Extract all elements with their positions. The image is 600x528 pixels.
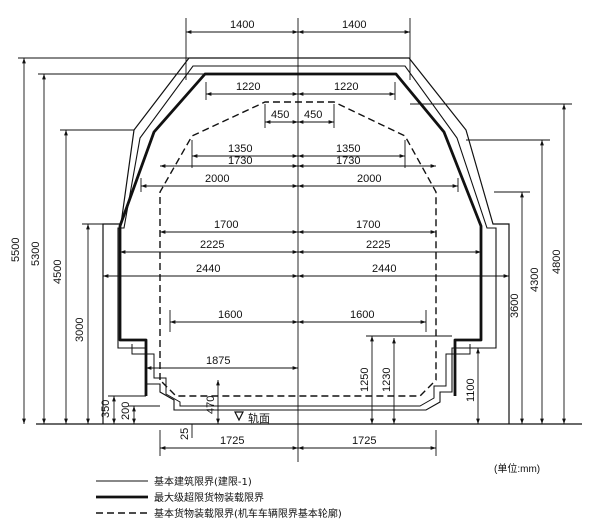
legend-label-max-out-of-gauge: 最大级超限货物装载限界	[154, 491, 264, 504]
dim-5500: 5500	[10, 238, 22, 262]
dim-1700-left: 1700	[214, 219, 238, 231]
dim-2000-left: 2000	[205, 173, 229, 185]
dim-5300: 5300	[30, 242, 42, 266]
dim-1350-right: 1350	[336, 143, 360, 155]
dim-1220-left: 1220	[236, 81, 260, 93]
dim-25: 25	[179, 428, 191, 440]
building-clearance-lower-step-inner	[131, 344, 471, 407]
dim-1700-right: 1700	[356, 219, 380, 231]
dim-1725-right: 1725	[352, 435, 376, 447]
rail-level-marker-icon	[234, 411, 244, 422]
dim-350: 350	[100, 400, 112, 418]
legend-label-basic-freight: 基本货物装载限界(机车车辆限界基本轮廓)	[154, 507, 342, 520]
dim-1230: 1230	[381, 368, 393, 392]
max-out-of-gauge-outline	[118, 72, 483, 396]
dim-1100: 1100	[465, 378, 477, 402]
dim-200: 200	[120, 402, 132, 420]
dim-3000: 3000	[74, 318, 86, 342]
dim-1600-left: 1600	[218, 309, 242, 321]
dim-4800: 4800	[551, 250, 563, 274]
dim-1730-right: 1730	[336, 155, 360, 167]
dim-1725-left: 1725	[220, 435, 244, 447]
dim-1250: 1250	[359, 368, 371, 392]
dim-2225-left: 2225	[200, 239, 224, 251]
basic-freight-outline	[159, 101, 437, 397]
dim-4500: 4500	[52, 260, 64, 284]
building-clearance-inner-line	[117, 65, 497, 334]
dim-470: 470	[205, 396, 217, 414]
dim-1350-left: 1350	[228, 143, 252, 155]
legend-label-building-clearance: 基本建筑限界(建限-1)	[154, 475, 252, 488]
dim-2225-right: 2225	[366, 239, 390, 251]
dim-450-right: 450	[304, 109, 322, 121]
dim-1220-right: 1220	[334, 81, 358, 93]
dim-450-left: 450	[271, 109, 289, 121]
building-clearance-outline	[102, 57, 510, 424]
dim-2440-right: 2440	[372, 263, 396, 275]
dim-4300: 4300	[529, 268, 541, 292]
dim-3600: 3600	[509, 294, 521, 318]
rail-level-label: 轨面	[248, 411, 270, 425]
dim-1875: 1875	[206, 355, 230, 367]
legend: 基本建筑限界(建限-1) 最大级超限货物装载限界 基本货物装载限界(机车车辆限界…	[96, 475, 342, 520]
dim-1400-right: 1400	[342, 19, 366, 31]
horizontal-dimensions	[103, 18, 509, 456]
dim-2440-left: 2440	[196, 263, 220, 275]
dim-1730-left: 1730	[228, 155, 252, 167]
dim-1600-right: 1600	[350, 309, 374, 321]
dim-2000-right: 2000	[357, 173, 381, 185]
vertical-dimensions	[18, 57, 572, 438]
dim-1400-left: 1400	[230, 19, 254, 31]
unit-note: (单位:mm)	[494, 462, 540, 475]
